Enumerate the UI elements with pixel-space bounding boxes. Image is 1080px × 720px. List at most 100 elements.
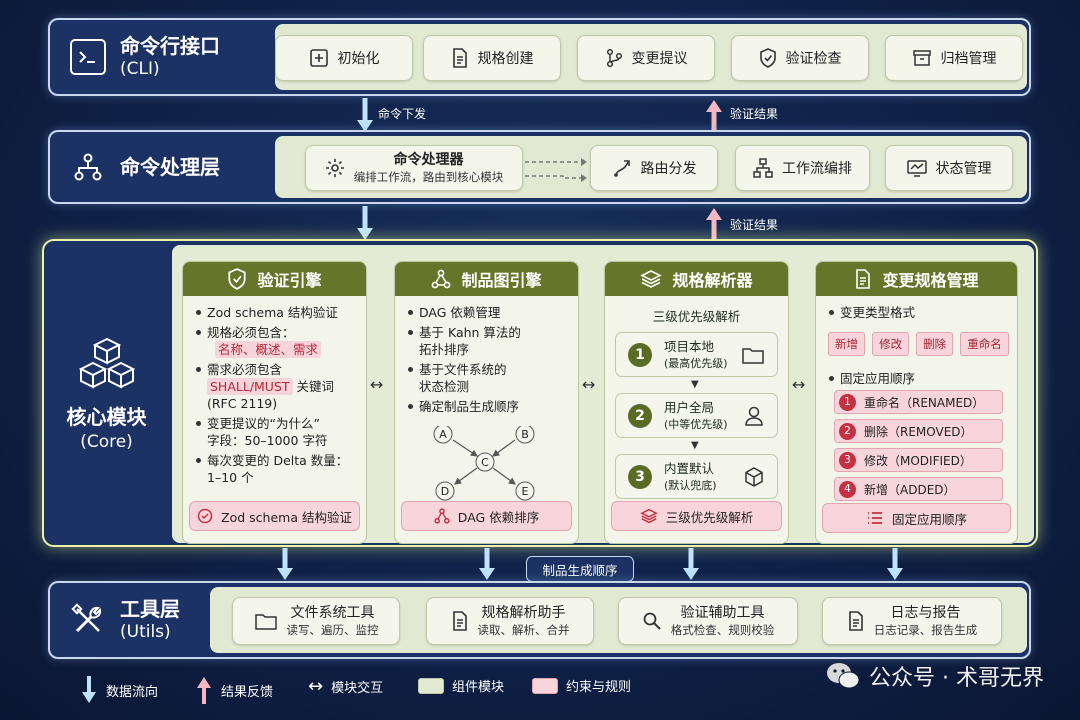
validation-engine-title: 验证引擎 <box>257 271 322 290</box>
validation-item-5: 每次变更的 Delta 数量：1–10 个 <box>196 452 354 486</box>
workflow-button[interactable]: 工作流编排 <box>735 145 870 191</box>
archive-button[interactable]: 归档管理 <box>885 35 1023 81</box>
document-icon <box>452 611 467 631</box>
layers-icon <box>639 508 658 524</box>
dag-node-e <box>515 481 535 501</box>
processor-layer: 命令处理层 命令处理器编排工作流，路由到核心模块 路由分发 工作流编排 状态管理 <box>48 130 1031 204</box>
processor-main-title: 命令处理器 <box>393 151 464 168</box>
check-circle-icon <box>197 508 213 524</box>
change-proposal-button[interactable]: 变更提议 <box>577 35 715 81</box>
required-fields-tag: 名称、概述、需求 <box>215 341 322 358</box>
dag-node-b <box>515 426 535 444</box>
log-report-button[interactable]: 日志与报告日志记录、报告生成 <box>822 597 1002 645</box>
parser-footer: 三级优先级解析 <box>611 501 782 531</box>
graph-icon <box>432 269 451 289</box>
change-spec-title: 变更规格管理 <box>882 271 979 290</box>
artifact-graph-card: 制品图引擎 DAG 依赖管理 基于 Kahn 算法的拓扑排序 基于文件系统的状态… <box>394 261 579 544</box>
spec-parser-card: 规格解析器 三级优先级解析 1 项目本地(最高优先级) ▼ 2 用户全局(中等优… <box>604 261 789 544</box>
cli-title: 命令行接口 <box>120 33 220 58</box>
shall-must-tag: SHALL/MUST <box>207 378 293 395</box>
dag-node-d <box>435 481 455 501</box>
init-button[interactable]: 初始化 <box>275 35 413 81</box>
gear-icon <box>325 159 344 177</box>
processor-panel: 命令处理器编排工作流，路由到核心模块 路由分发 工作流编排 状态管理 <box>275 136 1027 198</box>
priority-arrow-1: ▼ <box>691 379 699 390</box>
graph-item-1: DAG 依赖管理 <box>408 304 566 321</box>
folder-icon <box>254 614 277 630</box>
workflow-label: 工作流编排 <box>782 161 852 177</box>
archive-icon <box>912 50 931 66</box>
branch-icon <box>606 48 622 68</box>
utils-layer: 工具层 (Utils) 文件系统工具读写、遍历、监控 规格解析助手读取、解析、合… <box>48 581 1031 659</box>
utils-panel: 文件系统工具读写、遍历、监控 规格解析助手读取、解析、合并 验证辅助工具格式检查… <box>210 587 1027 653</box>
graph-item-2: 基于 Kahn 算法的拓扑排序 <box>408 324 566 358</box>
archive-label: 归档管理 <box>940 51 997 67</box>
hierarchy-icon <box>70 149 106 185</box>
validation-engine-card: 验证引擎 Zod schema 结构验证 规格必须包含：名称、概述、需求 需求必… <box>182 261 367 544</box>
priority-level-2: 2 用户全局(中等优先级) <box>615 393 778 438</box>
route-dispatch-button[interactable]: 路由分发 <box>590 145 718 191</box>
order-label: 固定应用顺序 <box>828 371 916 386</box>
layers-icon <box>640 270 663 288</box>
change-types-label: 变更类型格式 <box>829 304 1005 321</box>
spec-parse-helper-button[interactable]: 规格解析助手读取、解析、合并 <box>426 597 594 645</box>
spec-create-button[interactable]: 规格创建 <box>423 35 561 81</box>
state-manage-label: 状态管理 <box>935 161 992 177</box>
validation-footer: Zod schema 结构验证 <box>189 501 360 531</box>
cli-subtitle: (CLI) <box>120 58 160 79</box>
change-footer: 固定应用顺序 <box>822 503 1011 533</box>
validation-helper-button[interactable]: 验证辅助工具格式检查、规则校验 <box>618 597 798 645</box>
cli-layer: 命令行接口 (CLI) 初始化 规格创建 变更提议 验证检查 归档管理 <box>48 18 1031 96</box>
parser-subtitle: 三级优先级解析 <box>652 309 741 324</box>
route-dispatch-label: 路由分发 <box>640 161 697 177</box>
legend-rule: 约束与规则 <box>532 676 631 695</box>
priority-level-1: 1 项目本地(最高优先级) <box>615 332 778 377</box>
core-panel: 验证引擎 Zod schema 结构验证 规格必须包含：名称、概述、需求 需求必… <box>172 245 1034 544</box>
utils-subtitle: (Utils) <box>120 621 171 642</box>
type-chip-modify: 修改 <box>872 332 910 356</box>
graph-icon <box>434 508 450 524</box>
shield-check-icon <box>228 268 247 290</box>
validate-check-button[interactable]: 验证检查 <box>731 35 869 81</box>
type-chip-delete: 删除 <box>916 332 954 356</box>
cube-icon <box>745 466 763 487</box>
legend-flow: 数据流向 <box>80 676 158 704</box>
component-swatch <box>418 677 444 694</box>
validate-check-label: 验证检查 <box>785 51 842 67</box>
validation-result-label-2: 验证结果 <box>730 218 779 232</box>
watermark: 公众号 · 术哥无界 <box>825 660 1044 692</box>
list-icon <box>867 512 882 524</box>
terminal-icon <box>70 39 106 75</box>
core-title: 核心模块 <box>66 404 147 429</box>
state-manage-button[interactable]: 状态管理 <box>885 145 1013 191</box>
legend-component: 组件模块 <box>418 676 504 695</box>
dag-node-c <box>475 452 495 472</box>
cli-panel: 初始化 规格创建 变更提议 验证检查 归档管理 <box>275 24 1027 90</box>
dashed-connector <box>525 158 587 182</box>
spec-create-label: 规格创建 <box>477 51 534 67</box>
command-dispatch-label: 命令下发 <box>378 107 427 121</box>
filesystem-tool-button[interactable]: 文件系统工具读写、遍历、监控 <box>232 597 400 645</box>
dag-label-d: D <box>441 485 449 498</box>
down-arrow-5 <box>683 548 699 580</box>
validation-item-1: Zod schema 结构验证 <box>196 304 354 321</box>
route-icon <box>613 160 630 177</box>
down-arrow-3 <box>277 548 293 580</box>
validation-item-2: 规格必须包含：名称、概述、需求 <box>196 324 354 358</box>
spec-parser-title: 规格解析器 <box>672 271 753 290</box>
command-processor-button[interactable]: 命令处理器编排工作流，路由到核心模块 <box>305 145 523 191</box>
dag-diagram: A B C D E <box>433 426 535 501</box>
core-subtitle: (Core) <box>80 431 133 452</box>
processor-title: 命令处理层 <box>120 155 220 179</box>
type-chip-add: 新增 <box>828 332 865 356</box>
legend-interact: ↔ 模块交互 <box>308 676 384 697</box>
down-arrow-1 <box>357 98 373 132</box>
double-arrow-icon: ↔ <box>308 676 324 697</box>
document-list-icon <box>856 269 871 289</box>
document-icon <box>452 48 467 68</box>
down-arrow-icon <box>82 676 96 703</box>
